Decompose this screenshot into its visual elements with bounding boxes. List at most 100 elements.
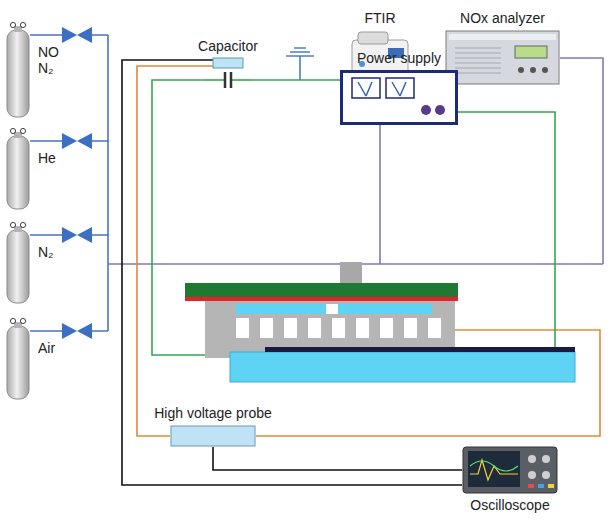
- scope-button: [528, 484, 534, 488]
- instrument-vent: [455, 53, 501, 54]
- valve-symbol: [62, 227, 92, 243]
- scope-knob: [528, 455, 536, 463]
- capacitor-box-outline: [205, 58, 251, 102]
- capacitor-box-figure: [205, 58, 251, 88]
- cylinder-body: [7, 230, 29, 303]
- channel-cell: [284, 318, 297, 338]
- cylinder-cap: [20, 22, 25, 27]
- instrument-vent: [455, 73, 501, 74]
- analyzer-instrument-figure: [446, 31, 559, 84]
- scope-body: [463, 447, 557, 493]
- instrument-display: [515, 46, 547, 58]
- analyzer-instrument: NOx analyzer: [445, 30, 560, 85]
- valve-symbol: [62, 27, 92, 43]
- channel-cell: [308, 318, 321, 338]
- probe-body: [171, 426, 255, 446]
- probe-box: High voltage probe: [170, 425, 256, 447]
- cylinder-cap: [10, 128, 15, 133]
- oscilloscope-figure: [463, 447, 557, 493]
- gas-cylinder-outline: [6, 222, 30, 304]
- component-label: Power supply: [357, 50, 441, 66]
- probe-box-outline: [170, 425, 256, 447]
- oscilloscope: Oscilloscope: [462, 446, 558, 494]
- control-knob: [421, 105, 431, 115]
- cylinder-cap: [20, 128, 25, 133]
- signal-wire: [213, 447, 462, 470]
- capacitor-plate: [230, 72, 233, 88]
- cylinder-body: [7, 326, 29, 399]
- cylinder-cap: [20, 318, 25, 323]
- cylinder-cap: [10, 222, 15, 227]
- valve-symbol: [62, 133, 92, 149]
- electrode-wire: [458, 112, 555, 350]
- scope-button: [538, 484, 544, 488]
- component-label: Capacitor: [198, 38, 258, 54]
- cylinder-cap: [10, 318, 15, 323]
- power-supply-box: Power supply: [340, 70, 458, 125]
- instrument-button: [530, 67, 536, 73]
- gas-inlet: [340, 262, 362, 284]
- cylinder-cap: [20, 222, 25, 227]
- gas-cylinder-outline: [6, 318, 30, 400]
- gas-cylinder-figure: [7, 22, 29, 117]
- scope-screen: [468, 451, 520, 487]
- scope-knob: [542, 471, 550, 479]
- scope-trace: [470, 461, 518, 471]
- meter-needle: [392, 82, 406, 96]
- channel-cell: [260, 318, 273, 338]
- channel-cell: [356, 318, 369, 338]
- power-supply-case: [342, 72, 457, 124]
- channel-cell: [332, 318, 345, 338]
- gas-cylinder: N₂: [6, 222, 30, 304]
- analyzer-instrument-outline: [445, 30, 560, 85]
- channel-cell: [428, 318, 441, 338]
- gas-label: N₂: [38, 244, 54, 260]
- instrument-lid: [358, 32, 388, 44]
- scope-trace: [470, 460, 518, 480]
- gas-lines: [30, 35, 108, 331]
- gas-channel: [236, 304, 326, 314]
- capacitor-plate: [224, 72, 227, 88]
- cylinder-cap: [10, 22, 15, 27]
- channel-cells: [236, 318, 441, 338]
- ground-symbol: [286, 48, 314, 80]
- sample-line: [560, 58, 603, 264]
- reactor-base: [230, 352, 575, 382]
- power-supply-box-figure: [342, 72, 457, 124]
- capacitor-housing: [213, 58, 243, 68]
- channel-cell: [404, 318, 417, 338]
- channel-cell: [380, 318, 393, 338]
- instrument-label: NOx analyzer: [460, 10, 545, 26]
- instrument-button: [518, 67, 524, 73]
- gas-label: He: [38, 150, 56, 166]
- component-label: High voltage probe: [154, 405, 272, 421]
- control-knob: [435, 105, 445, 115]
- electrode-layer: [185, 297, 458, 301]
- instrument-body: [446, 31, 559, 84]
- meter-window: [386, 78, 414, 98]
- capacitor-lead: [231, 79, 251, 81]
- instrument-vent: [455, 48, 501, 49]
- valves: [62, 27, 92, 339]
- gas-cylinder-figure: [7, 222, 29, 303]
- gas-cylinder: NO N₂: [6, 22, 30, 118]
- ground-wire: [122, 60, 462, 485]
- instrument-button: [542, 67, 548, 73]
- meter-needle: [358, 82, 372, 96]
- instrument-vent: [455, 63, 501, 64]
- scope-knob: [542, 455, 550, 463]
- sample-lines: [108, 58, 603, 264]
- probe-wire: [137, 66, 213, 436]
- meter-window: [352, 78, 380, 98]
- gas-channel: [326, 304, 338, 314]
- instrument-vent: [455, 68, 501, 69]
- valve-symbol: [62, 323, 92, 339]
- cylinder-body: [7, 30, 29, 117]
- channel-cell: [236, 318, 249, 338]
- dielectric-plate: [185, 283, 458, 297]
- capacitor-lead: [205, 79, 225, 81]
- gas-cylinder-figure: [7, 318, 29, 399]
- instrument-label: Oscilloscope: [470, 497, 549, 513]
- plasma-reactor: [185, 262, 575, 382]
- gas-cylinder-outline: [6, 128, 30, 210]
